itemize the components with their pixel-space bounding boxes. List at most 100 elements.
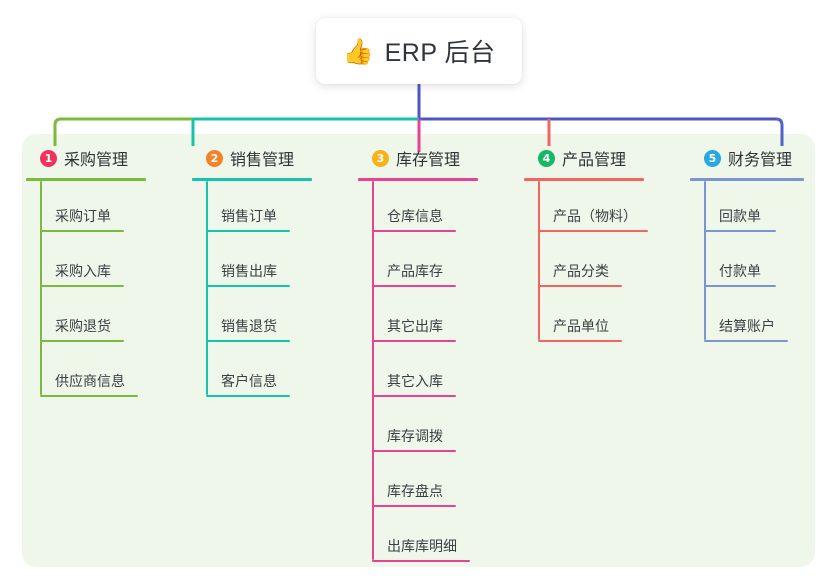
- column-spine-1: [40, 181, 42, 395]
- column-header-4[interactable]: 4 产品管理: [524, 146, 644, 170]
- list-item-rule: [40, 340, 124, 342]
- list-item[interactable]: 产品单位: [524, 291, 644, 346]
- list-item-rule: [538, 340, 622, 342]
- list-item-label: 库存盘点: [387, 483, 443, 499]
- item-list-2: 销售订单销售出库销售退货客户信息: [192, 181, 312, 401]
- list-item[interactable]: 仓库信息: [358, 181, 478, 236]
- column-title-2: 销售管理: [230, 152, 295, 169]
- list-item-label: 采购退货: [55, 318, 111, 334]
- list-item[interactable]: 销售退货: [192, 291, 312, 346]
- list-item[interactable]: 销售出库: [192, 236, 312, 291]
- column-rule-1: [26, 178, 146, 181]
- column-3: 3 库存管理仓库信息产品库存其它出库其它入库库存调拨库存盘点出库库明细: [358, 146, 478, 566]
- column-badge-4: 4: [538, 149, 555, 167]
- column-rule-2: [192, 178, 312, 181]
- list-item[interactable]: 结算账户: [690, 291, 804, 346]
- column-rule-5: [690, 178, 804, 181]
- list-item[interactable]: 库存盘点: [358, 456, 478, 511]
- column-5: 5 财务管理回款单付款单结算账户: [690, 146, 804, 346]
- list-item-label: 库存调拨: [387, 428, 443, 444]
- list-item[interactable]: 产品库存: [358, 236, 478, 291]
- list-item-label: 其它出库: [387, 318, 443, 334]
- list-item[interactable]: 出库库明细: [358, 511, 478, 566]
- item-list-1: 采购订单采购入库采购退货供应商信息: [26, 181, 146, 401]
- list-item-rule: [206, 340, 290, 342]
- column-title-4: 产品管理: [562, 152, 627, 169]
- list-item-rule: [40, 395, 138, 397]
- column-header-3[interactable]: 3 库存管理: [358, 146, 478, 170]
- list-item-label: 产品库存: [387, 263, 443, 279]
- column-badge-2: 2: [206, 149, 223, 167]
- list-item-label: 产品单位: [553, 318, 609, 334]
- column-header-5[interactable]: 5 财务管理: [690, 146, 804, 170]
- list-item[interactable]: 回款单: [690, 181, 804, 236]
- list-item[interactable]: 库存调拨: [358, 401, 478, 456]
- list-item-label: 客户信息: [221, 373, 277, 389]
- column-rule-4: [524, 178, 644, 181]
- column-spine-3: [372, 181, 374, 560]
- item-list-3: 仓库信息产品库存其它出库其它入库库存调拨库存盘点出库库明细: [358, 181, 478, 566]
- list-item-label: 供应商信息: [55, 373, 125, 389]
- column-spine-2: [206, 181, 208, 395]
- list-item-rule: [372, 230, 456, 232]
- list-item[interactable]: 客户信息: [192, 346, 312, 401]
- column-spine-4: [538, 181, 540, 340]
- list-item-rule: [372, 395, 456, 397]
- list-item-label: 销售退货: [221, 318, 277, 334]
- list-item-label: 付款单: [719, 263, 761, 279]
- list-item-rule: [372, 340, 456, 342]
- list-item-rule: [372, 450, 456, 452]
- root-node[interactable]: 👍 ERP 后台: [316, 18, 522, 84]
- column-badge-3: 3: [372, 149, 389, 167]
- content-panel: [22, 134, 815, 567]
- list-item-rule: [206, 285, 290, 287]
- list-item[interactable]: 供应商信息: [26, 346, 146, 401]
- column-badge-5: 5: [704, 149, 721, 167]
- list-item[interactable]: 付款单: [690, 236, 804, 291]
- list-item[interactable]: 销售订单: [192, 181, 312, 236]
- list-item-rule: [40, 230, 124, 232]
- thumbs-up-icon: 👍: [342, 36, 374, 66]
- item-list-5: 回款单付款单结算账户: [690, 181, 804, 346]
- list-item-rule: [538, 285, 622, 287]
- list-item-label: 采购订单: [55, 208, 111, 224]
- list-item-label: 出库库明细: [387, 538, 457, 554]
- list-item-rule: [40, 285, 124, 287]
- list-item-rule: [372, 560, 470, 562]
- list-item-label: 产品（物料）: [553, 208, 637, 224]
- list-item[interactable]: 产品（物料）: [524, 181, 648, 236]
- list-item-label: 其它入库: [387, 373, 443, 389]
- list-item-rule: [704, 285, 776, 287]
- column-rule-3: [358, 178, 478, 181]
- column-1: 1 采购管理采购订单采购入库采购退货供应商信息: [26, 146, 146, 401]
- list-item[interactable]: 采购订单: [26, 181, 146, 236]
- list-item-label: 仓库信息: [387, 208, 443, 224]
- list-item[interactable]: 其它出库: [358, 291, 478, 346]
- list-item-rule: [206, 230, 290, 232]
- column-badge-1: 1: [40, 149, 57, 167]
- item-list-4: 产品（物料） 产品分类产品单位: [524, 181, 648, 346]
- column-4: 4 产品管理产品（物料） 产品分类产品单位: [524, 146, 648, 346]
- list-item[interactable]: 产品分类: [524, 236, 644, 291]
- column-header-2[interactable]: 2 销售管理: [192, 146, 312, 170]
- column-title-3: 库存管理: [396, 152, 461, 169]
- list-item-rule: [372, 285, 456, 287]
- list-item-rule: [538, 230, 648, 232]
- column-2: 2 销售管理销售订单销售出库销售退货客户信息: [192, 146, 312, 401]
- list-item-label: 销售出库: [221, 263, 277, 279]
- list-item-rule: [372, 505, 456, 507]
- list-item-label: 结算账户: [719, 318, 775, 334]
- list-item-label: 回款单: [719, 208, 761, 224]
- list-item[interactable]: 采购入库: [26, 236, 146, 291]
- list-item-rule: [206, 395, 290, 397]
- column-title-1: 采购管理: [64, 152, 129, 169]
- list-item-rule: [704, 340, 788, 342]
- list-item-label: 销售订单: [221, 208, 277, 224]
- list-item-label: 采购入库: [55, 263, 111, 279]
- column-title-5: 财务管理: [728, 152, 793, 169]
- list-item[interactable]: 采购退货: [26, 291, 146, 346]
- list-item[interactable]: 其它入库: [358, 346, 478, 401]
- list-item-rule: [704, 230, 776, 232]
- column-header-1[interactable]: 1 采购管理: [26, 146, 146, 170]
